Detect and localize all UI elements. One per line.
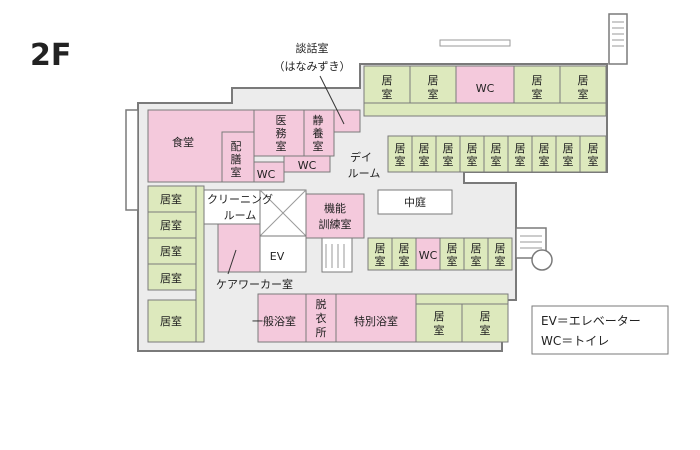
room-m4b: 室: [471, 254, 482, 268]
haizen-3: 室: [231, 165, 242, 179]
legend-box: [531, 305, 669, 355]
room-e3b: 室: [443, 154, 454, 168]
dantalk-leader: [319, 75, 345, 125]
resident-rooms-middle: [367, 237, 513, 271]
wc-label-north: WC: [476, 82, 495, 95]
care-worker-leader: [227, 249, 237, 275]
resident-rooms-north: [363, 65, 607, 117]
cleaning-2: ルーム: [224, 209, 257, 222]
dressing-3: 所: [316, 326, 327, 339]
room-m1a: 居: [375, 242, 386, 255]
room-m2a: 居: [399, 242, 410, 255]
floor-label: 2F: [30, 38, 71, 73]
stair-tower-north: [608, 13, 628, 65]
room-label-r2: 居: [428, 74, 439, 87]
room-label-r4b: 室: [578, 87, 589, 101]
courtyard: [377, 189, 453, 215]
dining-label: 食堂: [172, 135, 194, 149]
room-e4a: 居: [467, 142, 478, 155]
quiet-2: 養: [313, 126, 324, 140]
general-bath-label: 一般浴室: [252, 314, 296, 328]
room-label-r1b: 室: [382, 87, 393, 101]
room-e7a: 居: [539, 142, 550, 155]
special-bath-label: 特別浴室: [354, 314, 398, 328]
dayroom-1: デイ: [350, 150, 372, 164]
ev-label: EV: [270, 250, 285, 263]
room-m5a: 居: [495, 242, 506, 255]
dayroom-2: ルーム: [348, 167, 381, 180]
dantalk-reading: （はなみずき）: [274, 60, 351, 73]
west-balcony: [125, 109, 139, 211]
room-m2b: 室: [399, 254, 410, 268]
service-core: [203, 189, 365, 273]
wc-label-medical: WC: [298, 159, 317, 172]
room-label-r2b: 室: [428, 87, 439, 101]
room-e2a: 居: [419, 142, 430, 155]
room-w4: 居室: [160, 271, 182, 285]
room-label-r3: 居: [532, 74, 543, 87]
room-w5: 居室: [160, 314, 182, 328]
room-e2b: 室: [419, 154, 430, 168]
room-e5b: 室: [491, 154, 502, 168]
wc-label-middle: WC: [419, 249, 438, 262]
training-1: 機能: [324, 201, 346, 215]
quiet-1: 静: [313, 113, 324, 127]
dressing-2: 衣: [316, 311, 327, 325]
room-e3a: 居: [443, 142, 454, 155]
legend-line-2: WC＝トイレ: [541, 334, 609, 348]
room-m5b: 室: [495, 254, 506, 268]
bath-block: [257, 293, 509, 343]
room-s2a: 居: [480, 310, 491, 323]
haizen-1: 配: [231, 140, 242, 153]
room-e8a: 居: [563, 142, 574, 155]
room-label-r4: 居: [578, 74, 589, 87]
room-label-r3b: 室: [532, 87, 543, 101]
room-w2: 居室: [160, 218, 182, 232]
room-e4b: 室: [467, 154, 478, 168]
dining-block: [147, 109, 361, 183]
room-s1b: 室: [434, 323, 445, 337]
room-w3: 居室: [160, 244, 182, 258]
haizen-2: 膳: [231, 152, 242, 166]
room-e9a: 居: [588, 142, 599, 155]
room-w1: 居室: [160, 192, 182, 206]
room-m3b: 室: [447, 254, 458, 268]
resident-rooms-west: [147, 185, 205, 343]
medical-1: 医: [276, 114, 287, 127]
room-s2b: 室: [480, 323, 491, 337]
cleaning-1: クリーニング: [207, 192, 273, 206]
dressing-1: 脱: [316, 297, 327, 311]
medical-3: 室: [276, 139, 287, 153]
room-m3a: 居: [447, 242, 458, 255]
legend: EV＝エレベーター WC＝トイレ: [531, 305, 669, 355]
legend-line-1: EV＝エレベーター: [541, 314, 641, 328]
room-e1a: 居: [395, 142, 406, 155]
training-2: 訓練室: [319, 217, 352, 231]
room-e1b: 室: [395, 154, 406, 168]
room-e8b: 室: [563, 154, 574, 168]
room-e5a: 居: [491, 142, 502, 155]
room-e6b: 室: [515, 154, 526, 168]
room-m1b: 室: [375, 254, 386, 268]
room-e9b: 室: [588, 154, 599, 168]
care-worker-label: ケアワーカー室: [216, 277, 293, 291]
room-s1a: 居: [434, 310, 445, 323]
room-label-r1: 居: [382, 74, 393, 87]
resident-rooms-east-row: [387, 135, 607, 173]
courtyard-label: 中庭: [404, 195, 426, 209]
quiet-3: 室: [313, 139, 324, 153]
room-m4a: 居: [471, 242, 482, 255]
dantalk-label: 談話室: [296, 41, 329, 55]
room-e7b: 室: [539, 154, 550, 168]
room-e6a: 居: [515, 142, 526, 155]
wc-label-haizen: WC: [257, 168, 276, 181]
medical-2: 務: [276, 126, 287, 140]
